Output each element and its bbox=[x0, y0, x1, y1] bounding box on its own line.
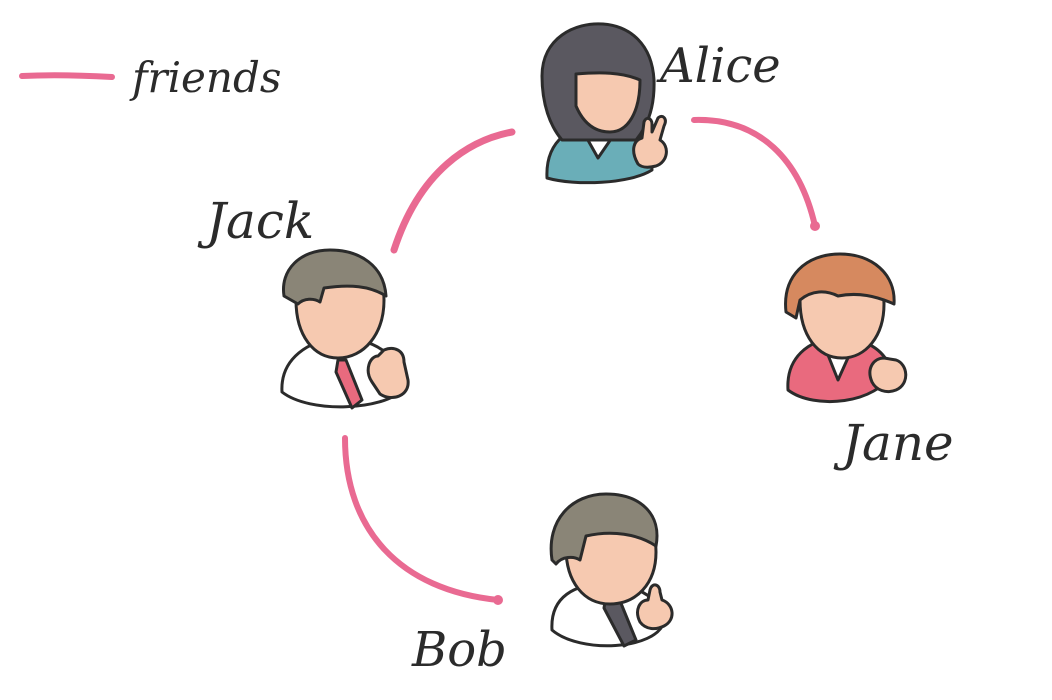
node-bob: Bob bbox=[411, 492, 674, 678]
node-jane: Jane bbox=[784, 252, 954, 472]
jane-hair bbox=[784, 252, 896, 320]
node-label-jane: Jane bbox=[833, 414, 954, 472]
person-male-avatar-icon bbox=[549, 492, 674, 648]
legend: friends bbox=[19, 53, 281, 102]
node-jack: Jack bbox=[197, 192, 410, 410]
edge-jack-bob bbox=[342, 435, 501, 603]
bob-hair bbox=[549, 492, 659, 566]
legend-label: friends bbox=[129, 53, 281, 102]
node-label-jack: Jack bbox=[197, 192, 314, 250]
bob-hand bbox=[636, 583, 674, 631]
jack-tie bbox=[334, 358, 364, 410]
node-label-alice: Alice bbox=[656, 38, 781, 94]
person-female-avatar-icon bbox=[540, 22, 668, 185]
person-female-avatar-icon bbox=[784, 252, 908, 403]
jack-hair bbox=[282, 248, 388, 306]
person-male-avatar-icon bbox=[280, 248, 410, 410]
node-label-bob: Bob bbox=[411, 622, 507, 678]
edge-alice-jane bbox=[691, 116, 818, 229]
edge-jack-bob-end bbox=[493, 595, 503, 605]
alice-hand bbox=[632, 114, 668, 169]
legend-line-swatch bbox=[19, 72, 115, 80]
jack-hand bbox=[366, 347, 410, 399]
edge-alice-jack bbox=[390, 128, 516, 254]
alice-face bbox=[574, 71, 642, 134]
jane-hand bbox=[868, 356, 908, 394]
edge-alice-jane-end bbox=[810, 221, 820, 231]
edges bbox=[342, 116, 820, 605]
node-alice: Alice bbox=[540, 22, 781, 185]
